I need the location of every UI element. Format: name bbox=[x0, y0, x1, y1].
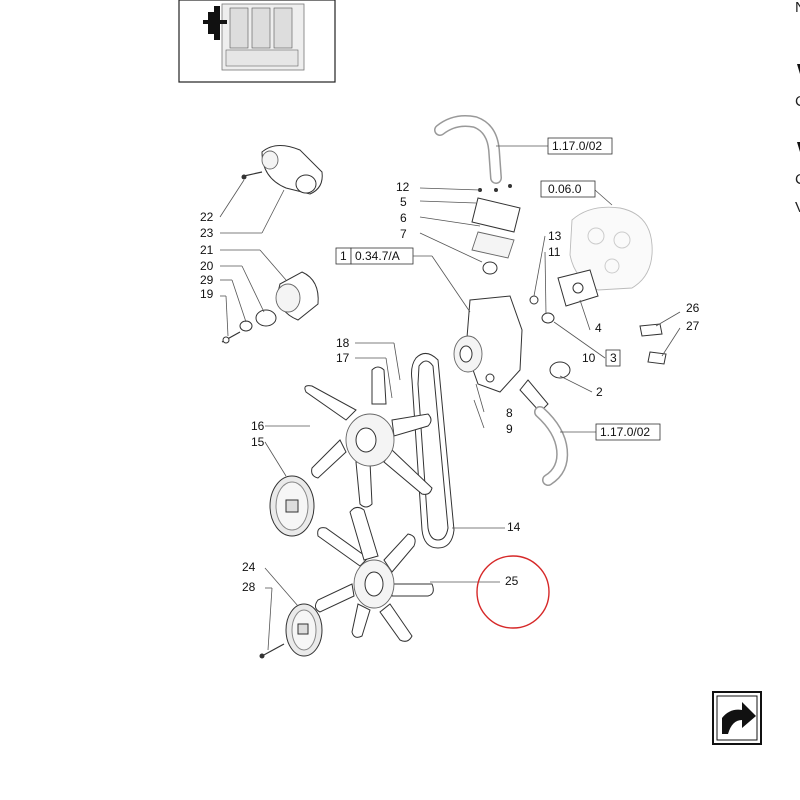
edge-text-mid1: C bbox=[795, 93, 800, 110]
pump-side-fitting bbox=[529, 269, 599, 379]
upper-hose bbox=[434, 115, 502, 184]
highlight-circle bbox=[476, 555, 550, 629]
ref-engine[interactable]: 0.06.0 bbox=[548, 182, 582, 196]
lower-fan bbox=[314, 506, 434, 642]
callout-5[interactable]: 5 bbox=[400, 195, 407, 209]
callout-11[interactable]: 11 bbox=[548, 245, 561, 259]
ref-box-hose-bottom[interactable] bbox=[595, 423, 661, 441]
next-page-arrow-icon[interactable] bbox=[712, 691, 762, 745]
edge-arrow-icon-2 bbox=[797, 142, 800, 152]
callout-16[interactable]: 16 bbox=[251, 419, 265, 433]
lower-hose bbox=[534, 406, 569, 486]
edge-text-top: N bbox=[795, 0, 800, 16]
callout-12[interactable]: 12 bbox=[396, 180, 410, 194]
callout-6[interactable]: 6 bbox=[400, 211, 407, 225]
callout-8[interactable]: 8 bbox=[506, 406, 513, 420]
leader-lines bbox=[219, 179, 681, 651]
ref-hose-top[interactable]: 1.17.0/02 bbox=[552, 139, 602, 153]
engine-thumbnail bbox=[178, 0, 336, 83]
ref-hose-bottom[interactable]: 1.17.0/02 bbox=[600, 425, 650, 439]
ref-belt[interactable]: 0.34.7/A bbox=[355, 249, 400, 263]
callout-15[interactable]: 15 bbox=[251, 435, 265, 449]
callout-23[interactable]: 23 bbox=[200, 226, 214, 240]
callout-22[interactable]: 22 bbox=[200, 210, 214, 224]
callout-21[interactable]: 21 bbox=[200, 243, 214, 257]
callout-24[interactable]: 24 bbox=[242, 560, 256, 574]
idler-pulley bbox=[221, 271, 319, 344]
callout-2[interactable]: 2 bbox=[596, 385, 603, 399]
edge-text-mid3: V bbox=[795, 199, 800, 216]
callout-25[interactable]: 25 bbox=[505, 574, 519, 588]
ref-box-hose-top[interactable] bbox=[547, 137, 613, 155]
callout-18[interactable]: 18 bbox=[336, 336, 350, 350]
ref-box-pump-group[interactable] bbox=[605, 349, 621, 367]
callout-29[interactable]: 29 bbox=[200, 273, 214, 287]
callout-10[interactable]: 10 bbox=[582, 351, 596, 365]
ref-pump-group[interactable]: 3 bbox=[610, 351, 617, 365]
callout-26[interactable]: 26 bbox=[686, 301, 700, 315]
ref-belt-num: 1 bbox=[340, 249, 347, 263]
callout-28[interactable]: 28 bbox=[242, 580, 256, 594]
edge-text-mid2: C bbox=[795, 171, 800, 188]
callout-19[interactable]: 19 bbox=[200, 287, 214, 301]
ref-box-engine[interactable] bbox=[540, 180, 596, 198]
callout-13[interactable]: 13 bbox=[548, 229, 562, 243]
belt-tensioner bbox=[241, 145, 323, 195]
callout-4[interactable]: 4 bbox=[595, 321, 602, 335]
callout-27[interactable]: 27 bbox=[686, 319, 700, 333]
callout-9[interactable]: 9 bbox=[506, 422, 513, 436]
callout-17[interactable]: 17 bbox=[336, 351, 350, 365]
callout-7[interactable]: 7 bbox=[400, 227, 407, 241]
callout-14[interactable]: 14 bbox=[507, 520, 521, 534]
water-pump bbox=[453, 295, 549, 413]
viscous-coupling-lower bbox=[259, 603, 323, 659]
callout-labels: 12 5 6 7 13 11 4 10 2 26 27 22 23 21 20 … bbox=[200, 180, 700, 594]
edge-arrow-icon bbox=[797, 64, 800, 74]
thermostat-housing bbox=[471, 184, 521, 275]
upper-fan bbox=[304, 366, 433, 508]
temperature-sensors bbox=[639, 323, 667, 365]
viscous-coupling-upper bbox=[269, 475, 315, 537]
callout-20[interactable]: 20 bbox=[200, 259, 214, 273]
drive-belt bbox=[411, 353, 455, 549]
